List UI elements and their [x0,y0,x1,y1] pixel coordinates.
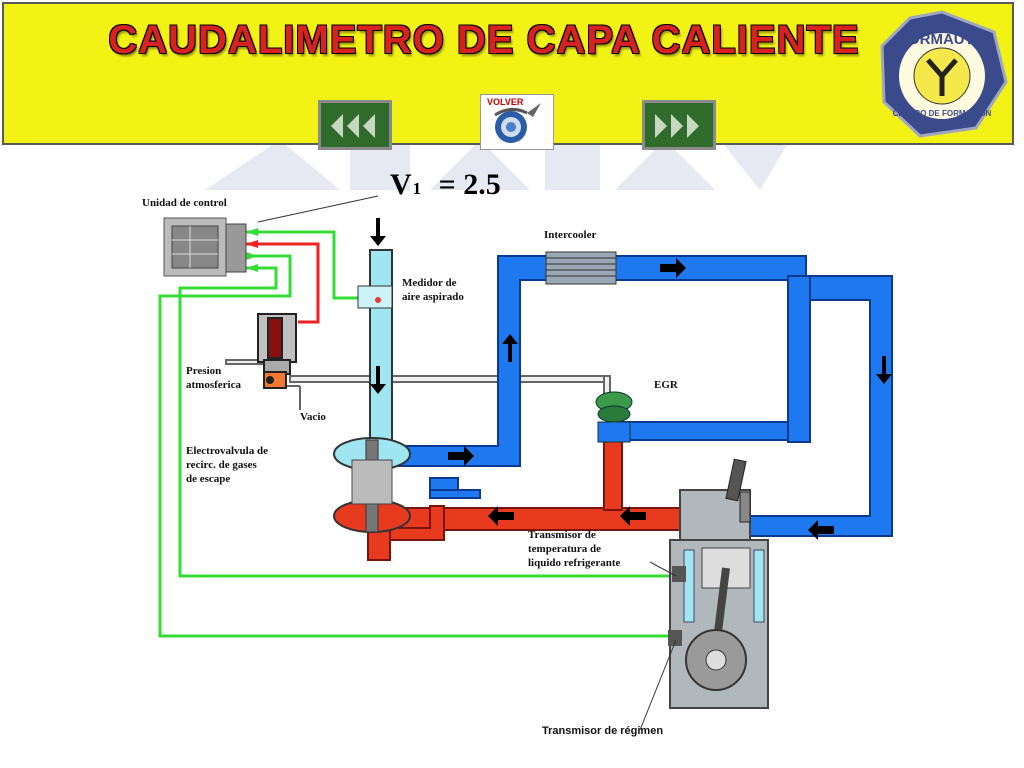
label-transmisor-regimen: Transmisor de régimen [542,725,664,737]
page-title: CAUDALIMETRO DE CAPA CALIENTE [108,18,860,62]
signal-wire-red [246,242,320,324]
label-presion-2: atmosferica [186,379,241,391]
engine-block [668,458,769,709]
intercooler [545,251,617,285]
label-vacio: Vacio [300,411,326,423]
equation: V1 = 2.5 [390,168,501,202]
label-electrovalvula-1: Electrovalvula de [186,445,268,457]
label-transmisor-temp-2: temperatura de [528,543,602,555]
next-button[interactable] [642,100,716,150]
eq-subscript: 1 [412,179,422,198]
label-unidad-control: Unidad de control [142,197,227,209]
sensor-wires [158,230,676,638]
label-medidor-1: Medidor de [402,277,457,289]
turbocharger [333,437,411,533]
label-presion-1: Presion [186,365,222,377]
label-transmisor-temp-3: liquido refrigerante [528,557,621,569]
eq-variable: V [390,168,412,201]
eq-value: = 2.5 [438,168,501,201]
label-electrovalvula-2: recirc. de gases [186,459,257,471]
egr-valve [595,391,633,443]
exhaust-circuit [367,439,681,561]
logo-bottom-text: CENTRO DE FORMACIÓN [893,109,992,118]
egr-solenoid-valve [257,313,297,389]
header-bar: CAUDALIMETRO DE CAPA CALIENTE VOLVER FOR [2,2,1014,150]
label-intercooler: Intercooler [544,229,597,241]
control-unit [163,217,247,277]
label-medidor-2: aire aspirado [402,291,464,303]
air-flow-meter [357,249,393,445]
previous-button[interactable] [318,100,392,150]
label-egr: EGR [654,379,678,391]
home-button[interactable]: VOLVER [480,94,554,150]
label-transmisor-temp-1: Transmisor de [528,529,596,541]
wastegate [429,477,481,499]
formauto-logo: FORMAUTO CENTRO DE FORMACIÓN [880,10,1008,138]
double-chevron-left-icon [331,114,375,138]
flow-arrows [370,218,892,540]
home-button-label: VOLVER [487,97,524,107]
return-icon [494,103,541,143]
intake-circuit [395,255,893,537]
double-chevron-right-icon [655,114,699,138]
label-electrovalvula-3: de escape [186,473,231,485]
logo-top-text: FORMAUTO [899,31,986,48]
